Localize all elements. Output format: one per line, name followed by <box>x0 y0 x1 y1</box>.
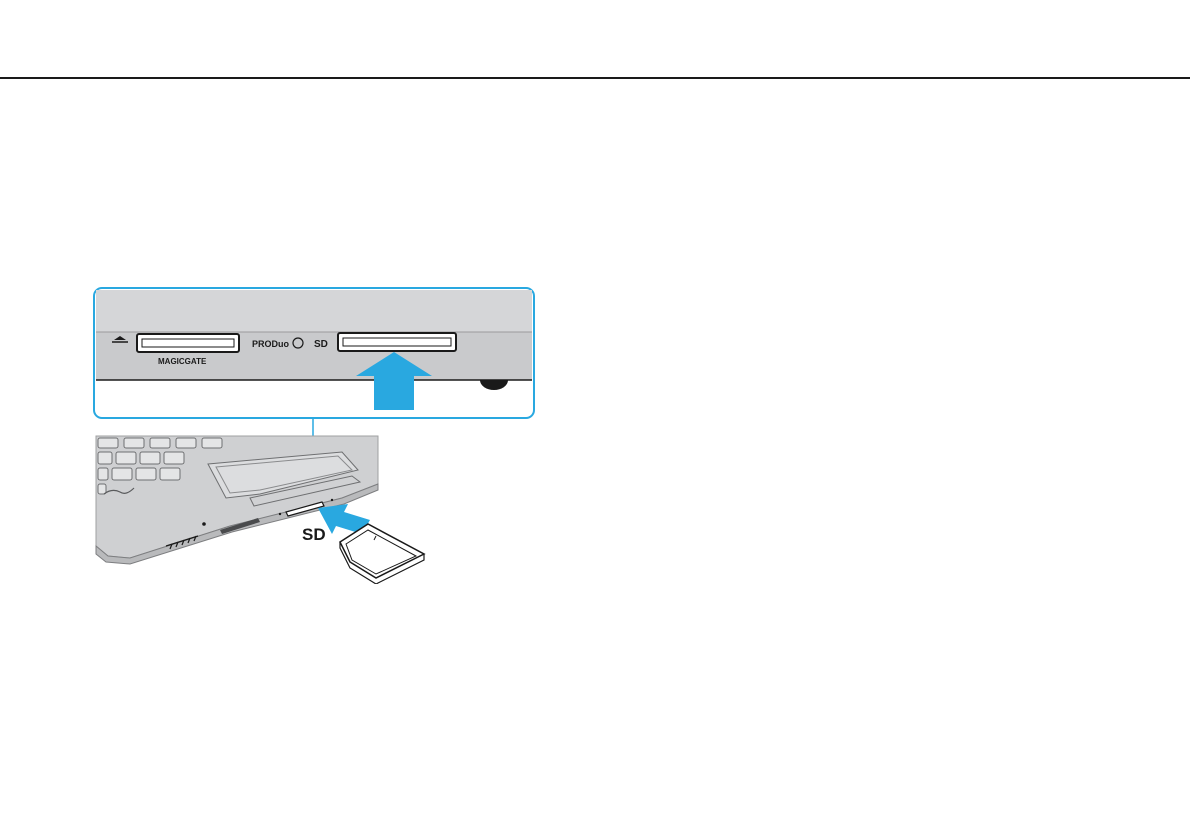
inset-sd-label: SD <box>314 339 328 350</box>
magicgate-slot <box>137 334 239 352</box>
magicgate-label: MAGICGATE <box>158 357 207 366</box>
laptop-body <box>96 436 378 564</box>
sd-slot <box>338 333 456 351</box>
prodduo-label: PRODuo <box>252 339 290 349</box>
sd-card-insertion-diagram: MAGICGATE PRODuo SD <box>90 284 540 584</box>
header-rule <box>0 77 1190 79</box>
inset-panel: MAGICGATE PRODuo SD <box>94 288 534 418</box>
sd-card-icon <box>340 524 424 584</box>
callout-sd-label: SD <box>302 525 326 544</box>
